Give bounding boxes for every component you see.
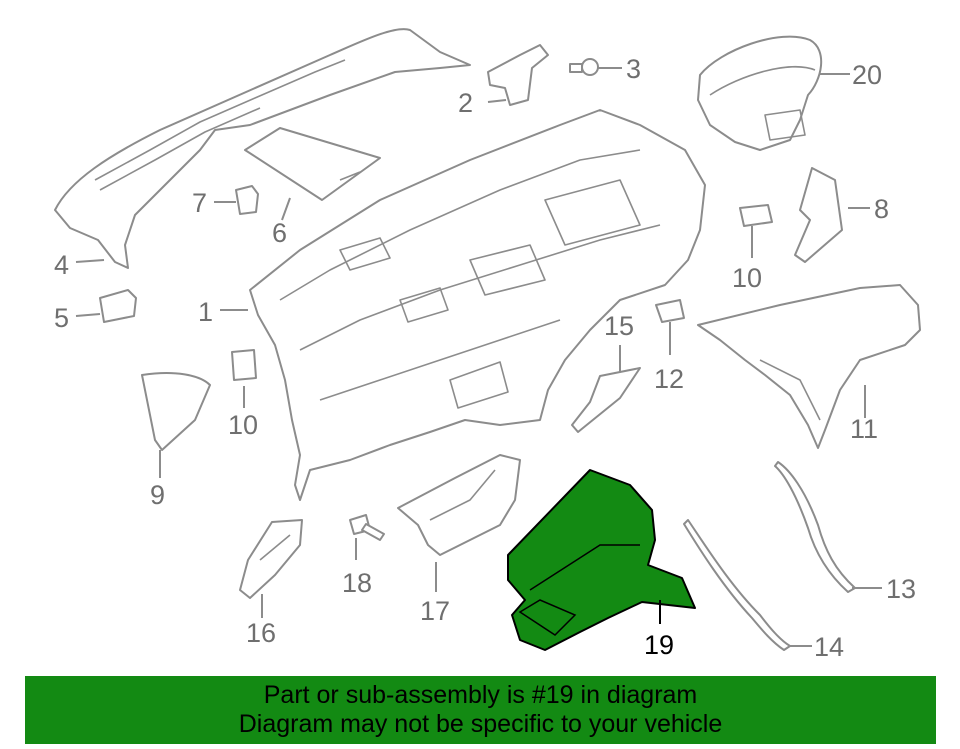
callout-9: 9 xyxy=(150,480,165,510)
callout-5: 5 xyxy=(54,303,69,333)
callout-19: 19 xyxy=(644,630,674,660)
callout-13: 13 xyxy=(886,574,916,604)
part-15-trim xyxy=(571,367,641,433)
callout-10-right: 10 xyxy=(732,263,762,293)
part-4-dash-pad xyxy=(54,28,471,269)
leader-lines xyxy=(75,67,882,647)
part-10-clip-right xyxy=(739,204,773,227)
callout-15: 15 xyxy=(604,311,634,341)
callout-7: 7 xyxy=(192,188,207,218)
part-16-bezel xyxy=(239,519,303,599)
callout-2: 2 xyxy=(458,88,473,118)
part-6-cover xyxy=(244,127,381,201)
callout-10-left: 10 xyxy=(228,410,258,440)
callout-20: 20 xyxy=(852,60,882,90)
callout-17-18: 18 xyxy=(342,568,372,598)
part-11-glove-box xyxy=(697,284,921,449)
part-14-trim-strip xyxy=(683,519,791,651)
callout-numbers: 1 2 3 4 5 6 7 8 9 10 10 11 12 13 14 15 1… xyxy=(54,54,916,662)
part-9-end-panel xyxy=(141,372,211,451)
part-7-clip xyxy=(235,185,259,215)
part-13-trim-strip xyxy=(774,461,856,593)
part-20-airbag xyxy=(697,35,823,151)
part-2-bracket xyxy=(487,44,549,106)
callout-4: 4 xyxy=(54,250,69,280)
part-18-bolt xyxy=(349,514,385,541)
callout-17: 17 xyxy=(420,596,450,626)
part-19-knee-bolster xyxy=(507,469,696,651)
callout-1: 1 xyxy=(198,297,213,327)
callout-11: 11 xyxy=(850,414,878,444)
callout-3: 3 xyxy=(626,54,641,84)
part-5-bracket xyxy=(99,289,137,323)
callout-6: 6 xyxy=(272,218,287,248)
callout-14: 14 xyxy=(814,632,844,662)
part-1-instrument-panel xyxy=(249,109,706,501)
callout-16: 16 xyxy=(246,618,276,648)
banner-line-1: Part or sub-assembly is #19 in diagram xyxy=(263,681,698,709)
info-banner: Part or sub-assembly is #19 in diagram D… xyxy=(25,676,936,744)
part-3-clip xyxy=(569,58,599,76)
part-17-center-trim xyxy=(397,454,521,556)
banner-line-2: Diagram may not be specific to your vehi… xyxy=(238,710,723,738)
callout-8: 8 xyxy=(874,194,889,224)
part-12-clip xyxy=(655,299,685,323)
callout-12: 12 xyxy=(654,364,684,394)
part-8-end-cap xyxy=(794,167,843,263)
part-10-clip-left xyxy=(231,349,257,381)
